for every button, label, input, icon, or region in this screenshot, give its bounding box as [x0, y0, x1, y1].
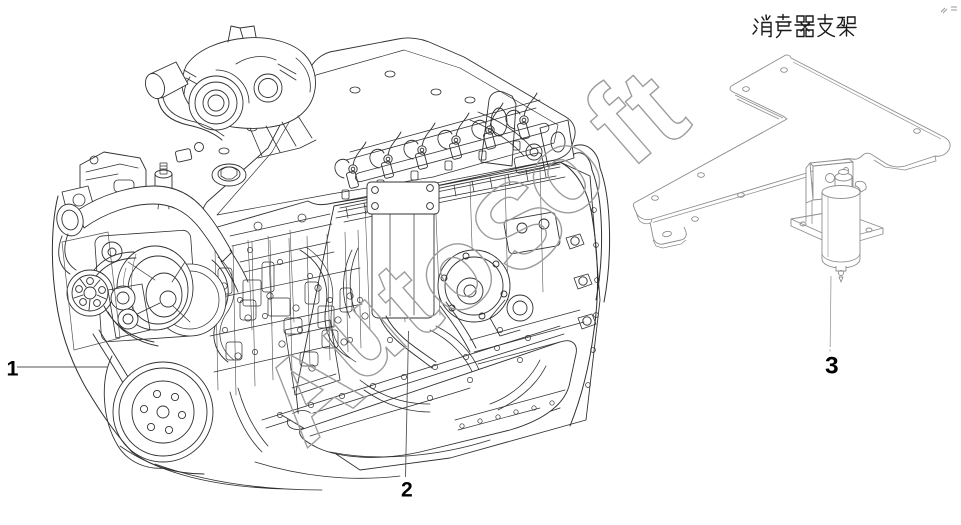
svg-text:3: 3: [825, 353, 839, 380]
svg-text:2: 2: [401, 479, 413, 502]
svg-text:1: 1: [7, 357, 19, 381]
